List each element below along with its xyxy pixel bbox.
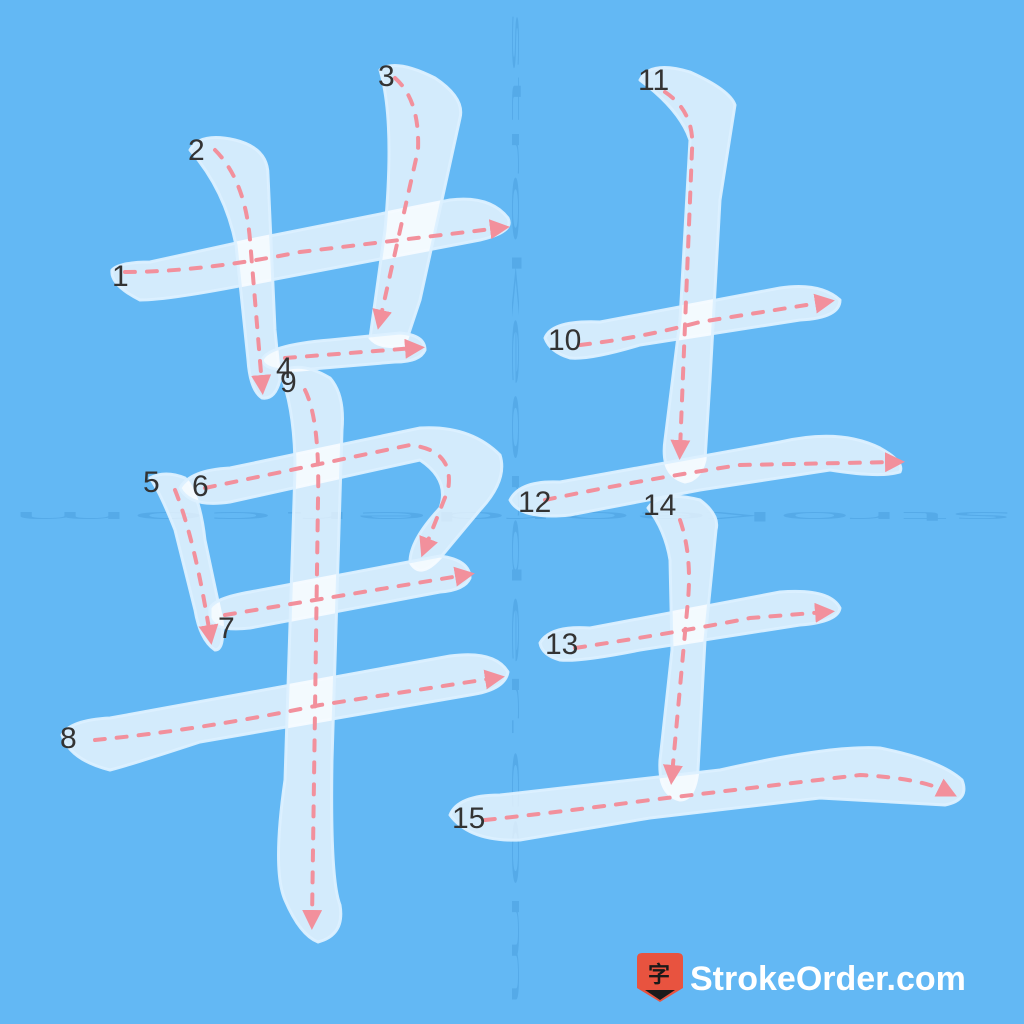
stroke-number-labels: 1 2 3 4 5 6 7 8 9 10 11 12 13 14 15 xyxy=(60,60,676,835)
stroke-number-8: 8 xyxy=(60,722,77,755)
stroke-guides xyxy=(93,76,957,930)
stroke-15-guide xyxy=(483,772,957,822)
stroke-number-6: 6 xyxy=(192,470,209,503)
stroke-number-11: 11 xyxy=(638,64,669,97)
stroke-2-guide xyxy=(213,148,272,395)
stroke-13-guide xyxy=(573,602,835,650)
stroke-3-guide xyxy=(372,76,421,330)
logo-icon xyxy=(637,953,683,1002)
stroke-number-7: 7 xyxy=(218,612,235,645)
stroke-12-guide xyxy=(543,452,905,502)
stroke-11-guide xyxy=(663,90,695,460)
stroke-5-guide xyxy=(173,488,219,645)
stroke-10-guide xyxy=(578,293,835,347)
stroke-6-guide xyxy=(203,442,451,558)
stroke-2-shape xyxy=(188,136,282,400)
logo-character: 字 xyxy=(648,962,670,988)
stroke-number-2: 2 xyxy=(188,134,205,167)
stroke-7-guide xyxy=(223,566,475,617)
logo-pencil-tip xyxy=(645,990,675,1000)
stroke-9-guide xyxy=(302,388,323,930)
stroke-number-14: 14 xyxy=(643,489,676,522)
stroke-number-1: 1 xyxy=(112,260,129,293)
stroke-14-guide xyxy=(662,518,691,785)
stroke-number-15: 15 xyxy=(452,802,485,835)
stroke-8-shape xyxy=(60,653,510,772)
stroke-8-guide xyxy=(93,669,505,742)
stroke-9-shape xyxy=(277,365,344,944)
stroke-1-guide xyxy=(123,219,510,274)
stroke-4-guide xyxy=(283,338,425,360)
brand-name: StrokeOrder.com xyxy=(690,960,966,998)
stroke-number-5: 5 xyxy=(143,466,160,499)
brand-logo[interactable]: 字 StrokeOrder.com xyxy=(637,953,966,1002)
watermark-horizontal: strokeorder.com xyxy=(10,509,1014,523)
stroke-number-12: 12 xyxy=(518,486,551,519)
stroke-11-shape xyxy=(638,66,737,484)
stroke-number-3: 3 xyxy=(378,60,395,93)
stroke-number-13: 13 xyxy=(545,628,578,661)
stroke-number-9: 9 xyxy=(280,366,297,399)
stroke-number-4: 4 xyxy=(276,352,293,385)
stroke-7-shape xyxy=(208,554,472,631)
watermark-vertical: strokeorder.com xyxy=(509,10,523,1010)
stroke-number-10: 10 xyxy=(548,324,581,357)
